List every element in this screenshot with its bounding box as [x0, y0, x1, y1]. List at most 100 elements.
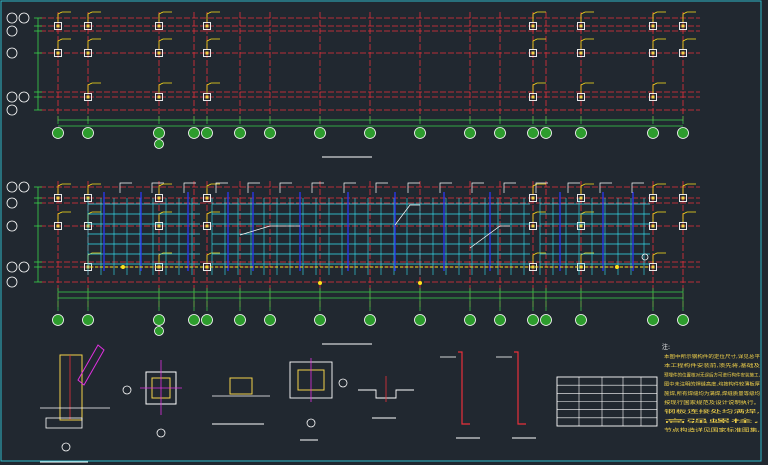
column-leader [206, 11, 220, 22]
column-core [681, 196, 685, 200]
column-marker [155, 222, 163, 230]
column-leader [206, 183, 220, 194]
column-marker [577, 22, 585, 30]
column-marker [577, 194, 585, 202]
section-marker [641, 253, 649, 261]
notes-line: 本工程构件安装前,须先将,基础及 [664, 362, 760, 369]
column-core [651, 51, 655, 55]
column-core [157, 95, 161, 99]
plan-top [6, 11, 700, 158]
detail-marker [338, 378, 348, 388]
column-core [86, 95, 90, 99]
column-axis-bubble [314, 314, 326, 326]
column-axis-bubble [52, 314, 64, 326]
column-axis-bubble [414, 314, 426, 326]
column-core [651, 196, 655, 200]
column-marker [679, 194, 687, 202]
column-core [205, 196, 209, 200]
column-leader [532, 211, 546, 222]
column-leader [87, 82, 101, 93]
column-leader [532, 38, 546, 49]
row-axis-bubble [18, 12, 30, 24]
bracket [119, 182, 132, 193]
column-core [205, 224, 209, 228]
column-marker [577, 222, 585, 230]
anchor-marker [318, 281, 322, 285]
column-core [579, 196, 583, 200]
notes-line: 高强螺栓, [664, 417, 762, 424]
column-leader [652, 38, 666, 49]
bracket [343, 182, 356, 193]
row-axis-bubble [6, 12, 18, 24]
anchor-marker [418, 281, 422, 285]
column-marker [529, 194, 537, 202]
column-axis-bubble [52, 127, 64, 139]
column-core [531, 24, 535, 28]
column-marker [679, 49, 687, 57]
column-marker [529, 93, 537, 101]
column-axis-bubble [464, 127, 476, 139]
column-marker [203, 222, 211, 230]
detail-gutter [514, 351, 526, 425]
column-leader [57, 38, 71, 49]
column-marker [679, 222, 687, 230]
column-core [579, 51, 583, 55]
column-core [56, 24, 60, 28]
column-core [205, 95, 209, 99]
column-core [205, 51, 209, 55]
notes-line: 钢板连接处均满焊, [664, 408, 761, 415]
column-axis-bubble [540, 314, 552, 326]
bracket [375, 182, 388, 193]
column-leader [158, 183, 172, 194]
stair-line [394, 204, 420, 226]
row-axis-bubble [6, 47, 18, 59]
column-core [86, 51, 90, 55]
row-axis-bubble [18, 91, 30, 103]
column-marker [649, 22, 657, 30]
column-axis-bubble [201, 314, 213, 326]
bracket [535, 182, 548, 193]
column-marker [529, 49, 537, 57]
column-leader [206, 38, 220, 49]
column-core [531, 51, 535, 55]
anchor-marker [121, 265, 125, 269]
column-leader [682, 38, 696, 49]
column-leader [652, 183, 666, 194]
column-axis-bubble [188, 314, 200, 326]
column-core [531, 196, 535, 200]
row-axis-bubble [6, 261, 18, 273]
column-axis-bubble [234, 127, 246, 139]
column-sub-bubble [154, 139, 164, 149]
bracket [439, 182, 452, 193]
column-axis-bubble [494, 127, 506, 139]
detail-column [59, 354, 83, 421]
column-marker [203, 22, 211, 30]
column-leader [532, 82, 546, 93]
column-leader [580, 82, 594, 93]
column-marker [649, 263, 657, 271]
column-marker [649, 93, 657, 101]
bracket [567, 182, 580, 193]
column-marker [84, 93, 92, 101]
column-axis-bubble [264, 314, 276, 326]
column-leader [682, 211, 696, 222]
column-axis-bubble [464, 314, 476, 326]
notes-line: 施焊,所有焊缝均为满焊,焊缝质量等级均 [664, 390, 760, 397]
column-leader [682, 183, 696, 194]
column-axis-bubble [264, 127, 276, 139]
column-marker [577, 93, 585, 101]
column-core [681, 224, 685, 228]
column-marker [649, 194, 657, 202]
column-axis-bubble [201, 127, 213, 139]
column-marker [203, 93, 211, 101]
row-axis-bubble [6, 104, 18, 116]
column-axis-bubble [527, 127, 539, 139]
column-marker [649, 222, 657, 230]
column-leader [158, 11, 172, 22]
column-leader [57, 11, 71, 22]
detail-brace [77, 344, 105, 386]
column-leader [57, 183, 71, 194]
column-axis-bubble [527, 314, 539, 326]
row-axis-bubble [18, 181, 30, 193]
column-core [651, 95, 655, 99]
